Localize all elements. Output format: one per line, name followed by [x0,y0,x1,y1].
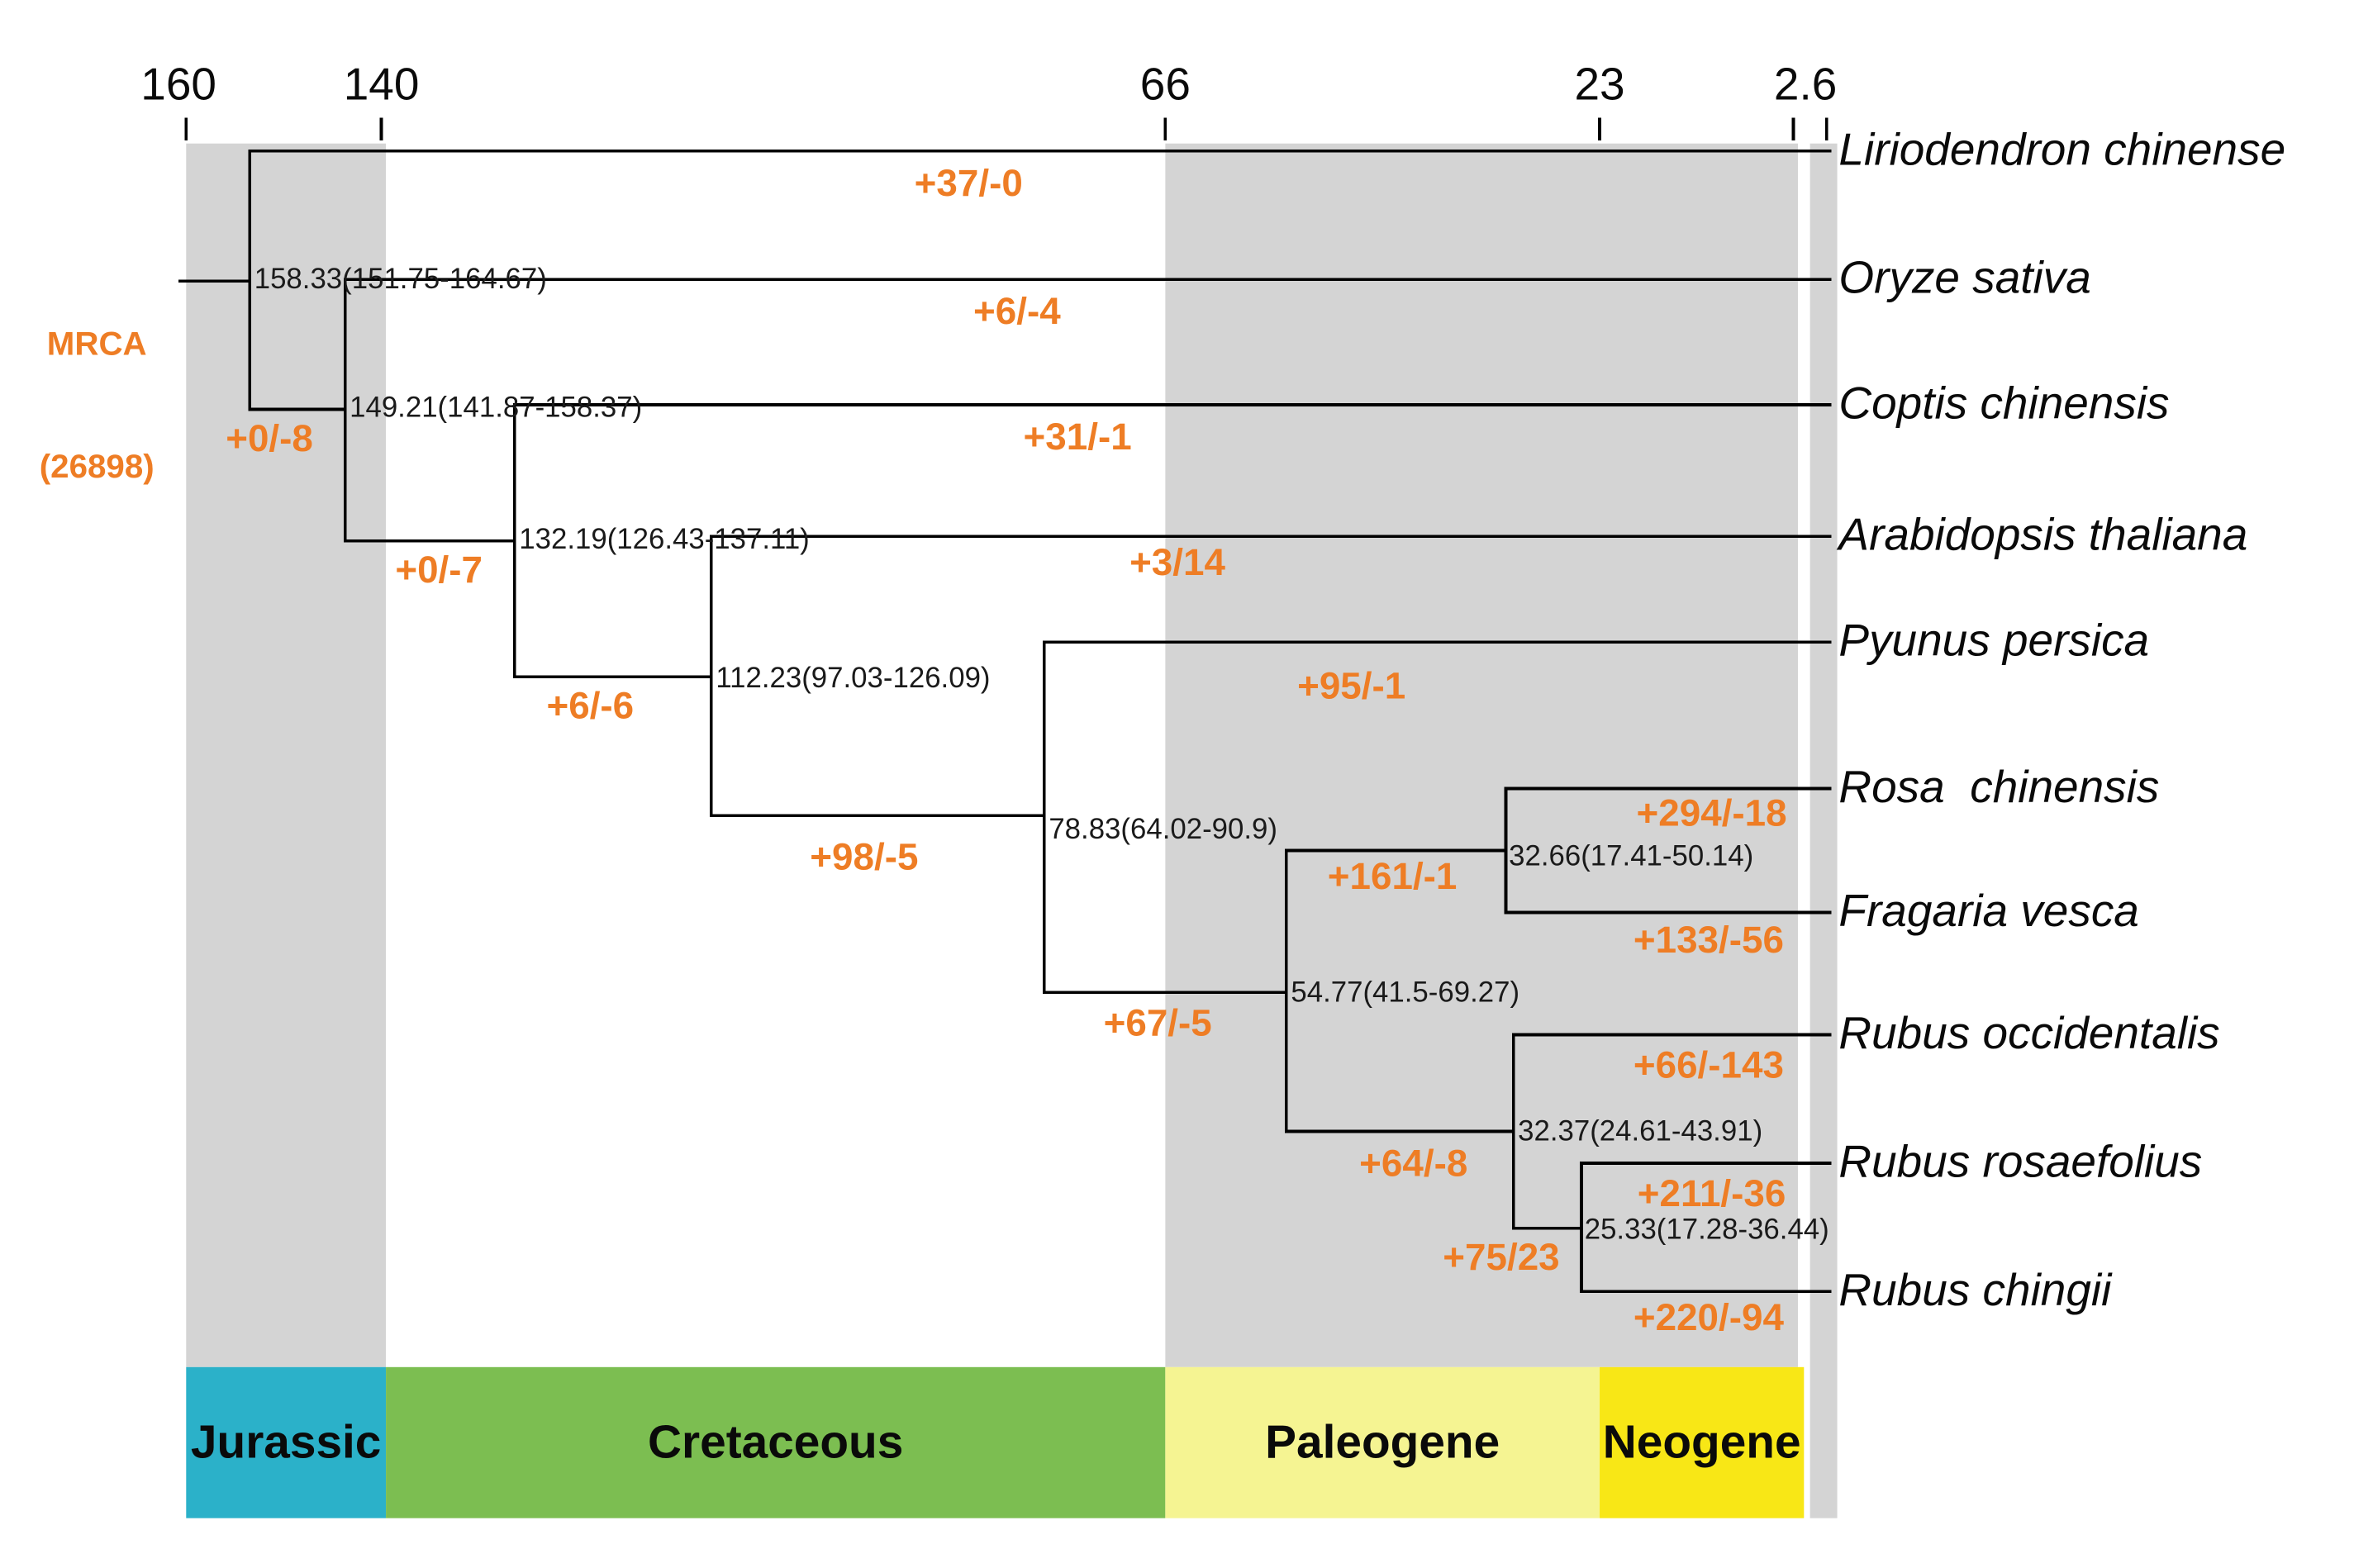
tip-label-rubus-rosaefolius: Rubus rosaefolius [1838,1137,2203,1188]
axis-label-2-6: 2.6 [1773,60,1838,111]
node-age-n3: 132.19(126.43-137.11) [519,524,810,556]
tip-label-pyunus-persica: Pyunus persica [1838,616,2150,667]
period-bar-paleogene: Paleogene [1165,1366,1600,1518]
period-label-cretaceous: Cretaceous [648,1415,904,1469]
mrca-name: MRCA [46,325,147,363]
gainloss-branch-n8: +64/-8 [1359,1143,1468,1186]
node-age-n8: 32.37(24.61-43.91) [1518,1116,1763,1148]
tip-label-rubus-occidentalis: Rubus occidentalis [1838,1009,2220,1059]
gainloss-branch-n3: +0/-7 [395,549,483,592]
gainloss-liriodendron: +37/-0 [914,162,1023,205]
gainloss-branch-n5: +98/-5 [810,836,919,879]
node-age-root: 158.33(151.75-164.67) [254,264,547,297]
node-age-n5: 78.83(64.02-90.9) [1049,814,1278,846]
node-age-n9: 25.33(17.28-36.44) [1584,1214,1829,1247]
period-label-jurassic: Jurassic [190,1415,382,1469]
band-jurassic-gray [186,143,387,1367]
node-age-n6: 54.77(41.5-69.27) [1291,977,1520,1010]
gainloss-branch-n2: +0/-8 [226,417,313,460]
axis-label-23: 23 [1574,60,1625,111]
gainloss-branch-n6: +67/-5 [1103,1002,1212,1045]
gainloss-branch-n4: +6/-6 [546,685,635,728]
gainloss-rubus-chingii: +220/-94 [1633,1296,1784,1339]
node-age-n2: 149.21(141.87-158.37) [350,392,643,425]
node-age-n7: 32.66(17.41-50.14) [1509,841,1754,873]
mrca-label: MRCA (26898) [21,242,173,568]
period-label-paleogene: Paleogene [1265,1415,1500,1469]
gainloss-arabidopsis: +3/14 [1129,541,1225,584]
tip-label-oryze-sativa: Oryze sativa [1838,254,2091,304]
tip-label-rosa-chinensis: Rosa chinensis [1838,763,2160,813]
node-age-n4: 112.23(97.03-126.09) [716,663,991,696]
axis-label-160: 160 [140,60,216,111]
gainloss-rubus-occidentalis: +66/-143 [1633,1044,1784,1087]
tip-label-liriodendron-chinense: Liriodendron chinense [1838,125,2286,176]
axis-label-66: 66 [1139,60,1191,111]
mrca-gene-family-count: (26898) [39,447,155,485]
axis-label-140: 140 [343,60,420,111]
period-bar-cretaceous: Cretaceous [386,1366,1166,1518]
period-bar-neogene: Neogene [1600,1366,1805,1518]
tip-label-fragaria-vesca: Fragaria vesca [1838,886,2139,937]
period-bar-jurassic: Jurassic [186,1366,387,1518]
gainloss-rubus-rosaefolius: +211/-36 [1637,1172,1786,1216]
tip-label-coptis-chinensis: Coptis chinensis [1838,378,2170,430]
gainloss-branch-n7: +161/-1 [1327,855,1458,899]
gainloss-rosa: +294/-18 [1636,792,1787,835]
tip-label-arabidopsis-thaliana: Arabidopsis thaliana [1838,511,2248,561]
band-quaternary-gray [1809,143,1838,1518]
gainloss-pyunus: +95/-1 [1297,665,1406,708]
tip-label-rubus-chingii: Rubus chingii [1838,1266,2112,1316]
gainloss-branch-n9: +75/23 [1443,1236,1560,1279]
period-label-neogene: Neogene [1602,1415,1801,1469]
gainloss-oryze: +6/-4 [973,290,1061,334]
gainloss-fragaria: +133/-56 [1633,919,1784,962]
gainloss-coptis: +31/-1 [1023,416,1132,459]
